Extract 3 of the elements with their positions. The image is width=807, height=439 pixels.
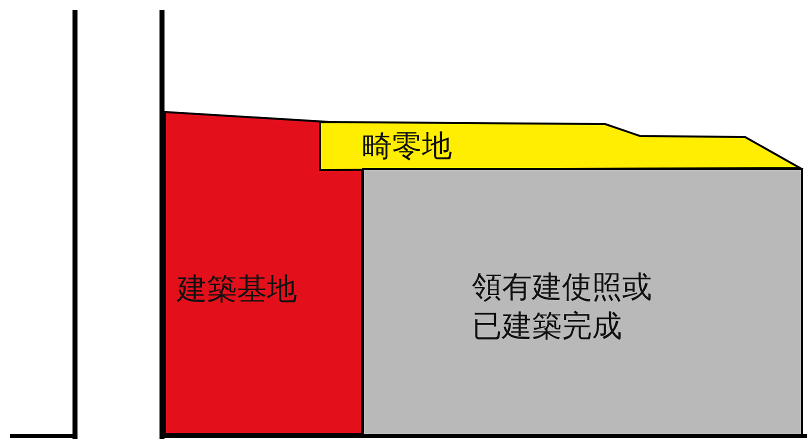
parcel-label: 畸零地 xyxy=(362,128,453,166)
parcel-label: 建築基地 xyxy=(177,271,298,309)
parcel-label: 領有建使照或已建築完成 xyxy=(472,269,653,346)
